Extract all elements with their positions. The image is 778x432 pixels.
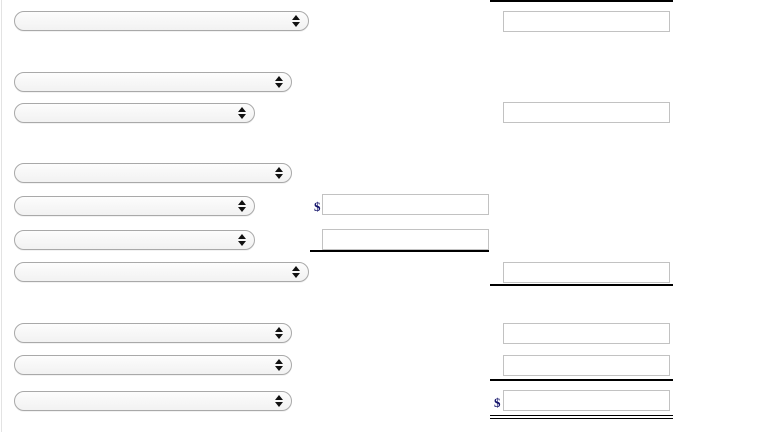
double-chevron-updown-icon [275, 166, 284, 180]
double-chevron-updown-icon [275, 326, 284, 340]
double-chevron-updown-icon [275, 358, 284, 372]
field-amount-1[interactable] [322, 194, 489, 215]
currency-symbol-bottom: $ [494, 395, 501, 410]
select-row-10-value [15, 392, 291, 394]
field-right-1-value [504, 12, 669, 15]
field-right-3[interactable] [503, 262, 670, 283]
field-middle-1[interactable] [322, 229, 489, 250]
field-right-5[interactable] [503, 355, 670, 376]
currency-symbol-middle: $ [314, 199, 321, 214]
field-middle-1-value [323, 230, 488, 233]
left-edge-divider [1, 0, 2, 432]
field-right-3-value [504, 263, 669, 266]
select-row-2[interactable] [14, 72, 292, 92]
select-row-3-value [15, 104, 254, 106]
select-row-6[interactable] [14, 230, 255, 250]
double-chevron-updown-icon [238, 233, 247, 247]
field-amount-1-value [323, 195, 488, 198]
rule-total-upper [490, 415, 673, 416]
select-row-4-value [15, 164, 291, 166]
select-row-8[interactable] [14, 323, 292, 343]
field-right-5-value [504, 356, 669, 359]
field-right-2-value [504, 103, 669, 106]
select-row-5-value [15, 197, 254, 199]
select-row-6-value [15, 231, 254, 233]
select-row-8-value [15, 324, 291, 326]
double-chevron-updown-icon [292, 14, 301, 28]
field-right-4-value [504, 324, 669, 327]
select-row-1[interactable] [14, 11, 309, 31]
rule-right-subtotal [490, 284, 673, 286]
double-chevron-updown-icon [292, 265, 301, 279]
select-row-9[interactable] [14, 355, 292, 375]
select-row-3[interactable] [14, 103, 255, 123]
field-amount-2[interactable] [503, 390, 670, 411]
double-chevron-updown-icon [275, 75, 284, 89]
select-row-7-value [15, 263, 308, 265]
select-row-4[interactable] [14, 163, 292, 183]
double-chevron-updown-icon [275, 394, 284, 408]
rule-lower-subtotal [490, 379, 673, 381]
field-right-2[interactable] [503, 102, 670, 123]
double-chevron-updown-icon [238, 199, 247, 213]
double-chevron-updown-icon [238, 106, 247, 120]
select-row-7[interactable] [14, 262, 309, 282]
select-row-10[interactable] [14, 391, 292, 411]
rule-top-right [490, 0, 673, 2]
rule-middle-subtotal [310, 250, 489, 252]
field-amount-2-value [504, 391, 669, 394]
select-row-2-value [15, 73, 291, 75]
select-row-1-value [15, 12, 308, 14]
rule-total-lower [490, 418, 673, 419]
select-row-9-value [15, 356, 291, 358]
select-row-5[interactable] [14, 196, 255, 216]
field-right-1[interactable] [503, 11, 670, 32]
field-right-4[interactable] [503, 323, 670, 344]
